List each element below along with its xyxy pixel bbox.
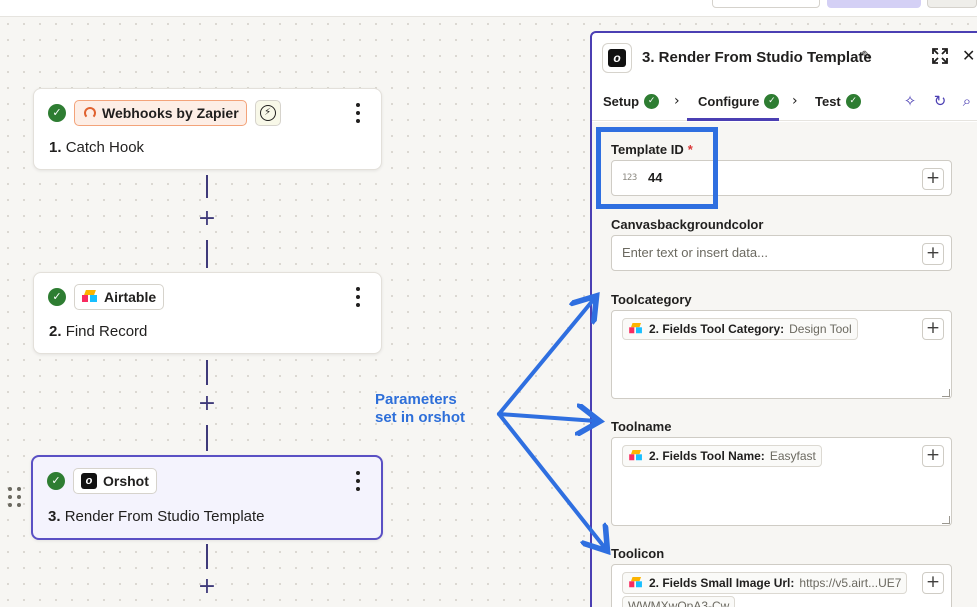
field-label-template-id: Template ID*: [611, 142, 693, 157]
insert-data-button[interactable]: +: [922, 243, 944, 265]
step-title: 1. Catch Hook: [49, 139, 145, 156]
panel-title: 3. Render From Studio Template: [642, 49, 872, 66]
connector-line: [206, 240, 208, 268]
toolcategory-input[interactable]: 2. Fields Tool Category:Design Tool +: [611, 310, 952, 399]
resize-handle-icon[interactable]: [942, 516, 950, 524]
arrow-to-toolcategory: [497, 299, 594, 416]
field-label-toolcategory: Toolcategory: [611, 292, 692, 307]
top-toolbar: [0, 0, 977, 17]
app-chip: Airtable: [74, 284, 165, 310]
data-pill-continuation: WWMXwOpA3-Cw: [622, 596, 736, 607]
add-step-icon[interactable]: +: [197, 391, 217, 416]
close-icon[interactable]: ✕: [962, 46, 976, 65]
success-check-icon: ✓: [845, 94, 861, 109]
step-card-catch-hook[interactable]: ✓ Webhooks by Zapier ⚡ 1. Catch Hook: [33, 88, 382, 170]
insert-data-button[interactable]: +: [922, 572, 944, 594]
success-check-icon: ✓: [644, 94, 660, 109]
connector-line: [206, 544, 208, 569]
tab-configure[interactable]: Configure✓: [698, 94, 780, 109]
add-step-icon[interactable]: +: [197, 206, 217, 231]
webhooks-logo-icon: [82, 106, 96, 120]
insert-data-button[interactable]: +: [922, 318, 944, 340]
publish-button[interactable]: [827, 0, 921, 8]
step-card-render-template[interactable]: ✓ o Orshot 3. Render From Studio Templat…: [31, 455, 383, 540]
field-label-toolname: Toolname: [611, 419, 672, 434]
success-check-icon: ✓: [48, 104, 66, 122]
data-pill[interactable]: 2. Fields Tool Name:Easyfast: [622, 445, 822, 467]
toolname-input[interactable]: 2. Fields Tool Name:Easyfast +: [611, 437, 952, 526]
input-placeholder: Enter text or insert data...: [622, 245, 768, 260]
refresh-icon[interactable]: ↻: [933, 92, 947, 110]
chevron-right-icon: ›: [674, 93, 680, 109]
success-check-icon: ✓: [764, 94, 780, 109]
field-label-toolicon: Toolicon: [611, 546, 665, 561]
app-name: Webhooks by Zapier: [102, 105, 239, 121]
drag-handle-icon[interactable]: [8, 487, 22, 507]
insert-data-button[interactable]: +: [922, 168, 944, 190]
step-card-find-record[interactable]: ✓ Airtable 2. Find Record: [33, 272, 382, 354]
orshot-logo-icon: o: [81, 473, 97, 489]
edit-pencil-icon[interactable]: ✎: [861, 49, 872, 64]
ai-sparkle-icon[interactable]: ✧: [903, 92, 917, 110]
chevron-right-icon: ›: [792, 93, 798, 109]
airtable-logo-icon: [629, 450, 643, 462]
connector-line: [206, 425, 208, 451]
arrow-to-toolname: [497, 414, 596, 421]
insert-data-button[interactable]: +: [922, 445, 944, 467]
resize-handle-icon[interactable]: [942, 389, 950, 397]
success-check-icon: ✓: [48, 288, 66, 306]
annotation-highlight-box: [596, 127, 718, 209]
connector-line: [206, 360, 208, 385]
template-id-input[interactable]: 123 44 +: [611, 160, 952, 196]
template-id-value: 44: [648, 170, 663, 185]
toolbar-button[interactable]: [712, 0, 820, 8]
airtable-logo-icon: [82, 290, 98, 304]
app-chip: Webhooks by Zapier: [74, 100, 247, 126]
connector-line: [206, 175, 208, 198]
app-name: Airtable: [104, 289, 157, 305]
search-icon[interactable]: ⌕: [962, 92, 972, 110]
step-editor-panel: o 3. Render From Studio Template ✎ ✕ Set…: [590, 31, 977, 607]
add-step-icon[interactable]: +: [197, 574, 217, 599]
toolicon-input[interactable]: 2. Fields Small Image Url:https://v5.air…: [611, 564, 952, 607]
expand-icon[interactable]: [931, 47, 949, 65]
app-icon: o: [602, 43, 632, 73]
field-label-canvas-bg: Canvasbackgroundcolor: [611, 217, 764, 232]
more-options-icon[interactable]: [355, 287, 361, 307]
data-pill[interactable]: 2. Fields Small Image Url:https://v5.air…: [622, 572, 908, 594]
more-options-icon[interactable]: [355, 471, 361, 491]
configure-form: Template ID* 123 44 + Canvasbackgroundco…: [592, 122, 977, 607]
more-options-icon[interactable]: [355, 103, 361, 123]
active-tab-indicator: [687, 118, 779, 121]
data-pill[interactable]: 2. Fields Tool Category:Design Tool: [622, 318, 858, 340]
number-type-icon: 123: [622, 173, 637, 183]
app-name: Orshot: [103, 473, 149, 489]
step-title: 2. Find Record: [49, 323, 148, 340]
orshot-logo-icon: o: [608, 49, 626, 67]
tab-bar: Setup✓ › Configure✓ › Test✓ ✧ ↻ ⌕: [592, 83, 977, 121]
step-title: 3. Render From Studio Template: [48, 508, 265, 525]
instant-trigger-icon: ⚡: [254, 100, 281, 126]
toolbar-button[interactable]: [927, 0, 977, 8]
tab-test[interactable]: Test✓: [815, 94, 861, 109]
annotation-text: Parameters set in orshot: [375, 391, 466, 426]
airtable-logo-icon: [629, 577, 643, 589]
success-check-icon: ✓: [47, 472, 65, 490]
app-chip: o Orshot: [73, 468, 157, 494]
canvas-bg-input[interactable]: Enter text or insert data... +: [611, 235, 952, 271]
tab-setup[interactable]: Setup✓: [603, 94, 660, 109]
panel-header: o 3. Render From Studio Template ✎ ✕: [592, 33, 977, 83]
airtable-logo-icon: [629, 323, 643, 335]
